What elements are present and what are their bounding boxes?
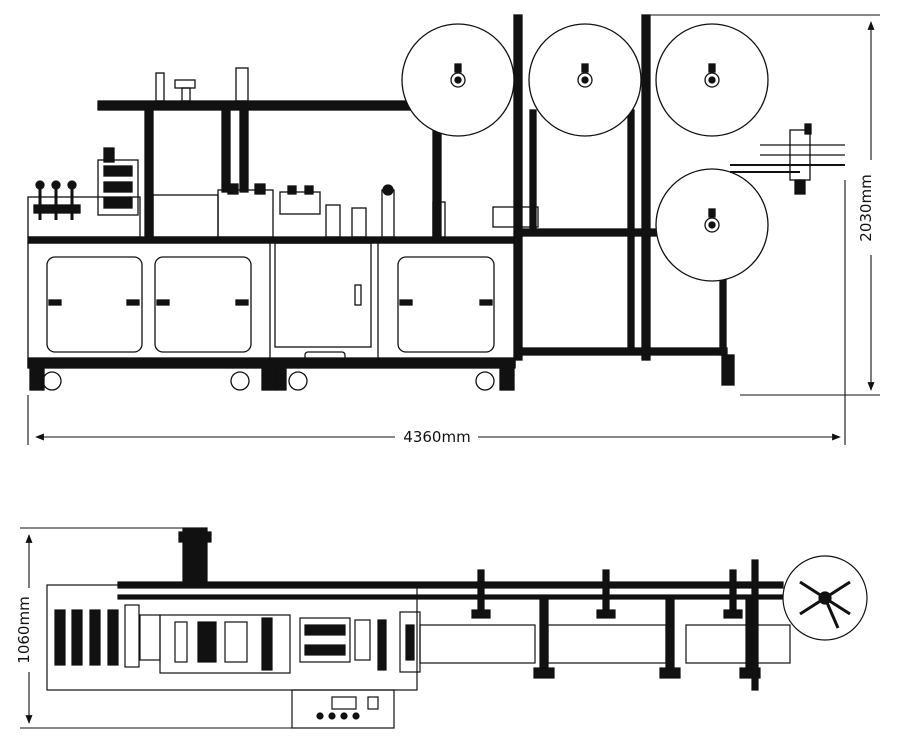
top-view <box>46 527 868 729</box>
upright-2 <box>221 109 231 193</box>
width-dimension-label: 1060mm <box>15 596 33 663</box>
material-web-section-3 <box>685 624 791 664</box>
cabinet-door-3 <box>397 256 495 353</box>
cabinet-base <box>27 357 516 369</box>
material-reel-1 <box>401 23 515 137</box>
reel-frame-base <box>514 347 728 356</box>
dimension-lines-front <box>27 14 880 445</box>
left-rollers <box>33 180 81 220</box>
length-dimension-label: 4360mm <box>403 428 470 446</box>
top-roller-group <box>54 604 161 668</box>
top-view-rail-lower <box>117 594 784 600</box>
gear-stack <box>97 147 139 216</box>
cabinet-door-1 <box>46 256 143 353</box>
dimension-lines-top <box>20 527 292 729</box>
control-panel <box>291 689 395 729</box>
reel-frame-post-1 <box>513 14 523 361</box>
casters <box>29 367 515 391</box>
material-reel-2 <box>528 23 642 137</box>
top-rail <box>97 100 434 111</box>
cabinet-top-bar <box>27 236 516 244</box>
main-cabinet <box>27 242 516 368</box>
upright-3 <box>239 109 249 193</box>
upright-1 <box>144 109 154 239</box>
center-box <box>152 194 219 238</box>
control-cabinet-door <box>274 242 372 363</box>
crossbar-stations <box>471 559 761 691</box>
front-elevation-view <box>27 14 845 391</box>
cabinet-door-2 <box>154 256 252 353</box>
top-view-reel <box>782 555 868 641</box>
top-view-body <box>46 584 418 691</box>
material-reel-4 <box>655 168 769 282</box>
reel-frame-post-2 <box>641 14 651 361</box>
material-reel-3 <box>655 23 769 137</box>
height-dimension-label: 2030mm <box>857 174 875 241</box>
ear-loop-feeder <box>730 123 845 195</box>
material-web-section-2 <box>547 624 667 664</box>
material-web-section-1 <box>419 624 536 664</box>
